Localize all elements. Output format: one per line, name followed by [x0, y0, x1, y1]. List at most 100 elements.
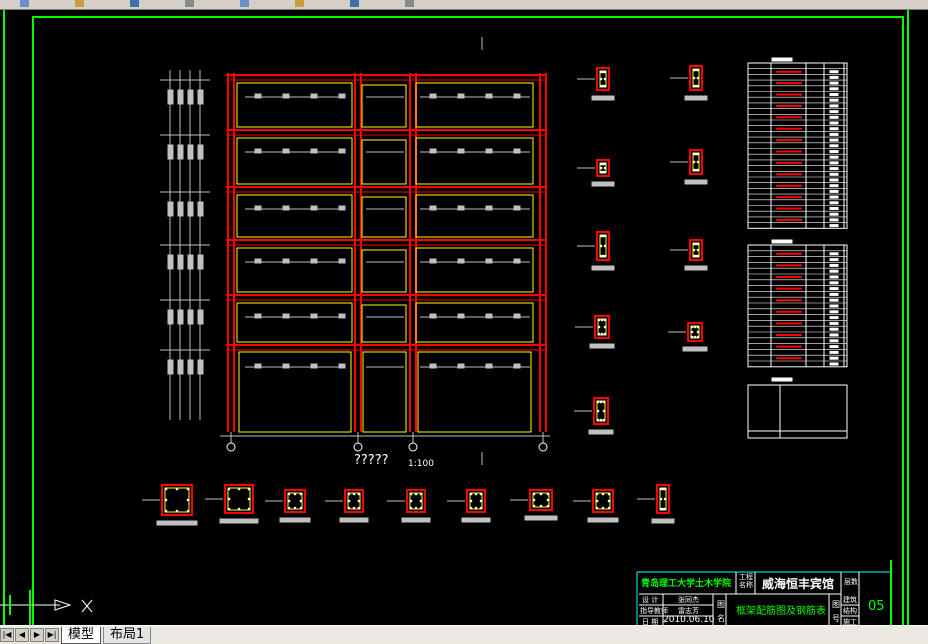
- rebar-label: [282, 363, 290, 369]
- rebar-dot: [479, 492, 483, 496]
- rebar-dot: [539, 492, 543, 496]
- rebar-label: [485, 93, 493, 99]
- rebar-dot: [357, 492, 361, 496]
- section-outline: [406, 489, 426, 513]
- cad-drawing: [0, 10, 909, 625]
- row2-label: 结构: [843, 607, 857, 615]
- rebar-dot: [696, 160, 700, 164]
- cell-text: [829, 150, 839, 153]
- rebar-dot: [247, 507, 251, 511]
- bay-outline: [361, 196, 407, 238]
- rebar-dot: [532, 504, 536, 508]
- rebar-dot: [696, 248, 700, 252]
- nav-first-button[interactable]: |◀: [0, 628, 14, 642]
- section-label: [591, 181, 615, 187]
- rebar-dot: [287, 506, 291, 510]
- rebar-dot: [659, 507, 663, 511]
- cell-text: [829, 269, 839, 273]
- rebar-dot: [692, 248, 696, 252]
- rebar-dot: [603, 70, 607, 74]
- zoom-icon[interactable]: [295, 0, 304, 7]
- rebar-label: [282, 93, 290, 99]
- rebar-dot: [595, 506, 599, 510]
- drawing-canvas[interactable]: ????? 1:100 青岛理工大学土木学院 工程名称 威海恒丰宾馆 层数 设 …: [0, 10, 928, 626]
- section-label: [219, 518, 259, 524]
- undo-icon[interactable]: [130, 0, 139, 7]
- sheet-number: 05: [868, 599, 885, 614]
- rebar-label: [429, 205, 437, 211]
- section-label: [588, 429, 614, 435]
- section-outline: [224, 484, 254, 514]
- rebar-dot: [419, 492, 423, 496]
- rebar-dot: [347, 492, 351, 496]
- cell-text: [829, 144, 839, 148]
- section-outline: [689, 239, 703, 261]
- rebar-label: [485, 363, 493, 369]
- table-title: [771, 377, 793, 382]
- rebar-dot: [692, 152, 696, 156]
- nav-last-button[interactable]: ▶|: [45, 628, 59, 642]
- rebar-dot: [603, 162, 607, 166]
- table-title: [771, 57, 793, 62]
- section-outline: [687, 322, 703, 342]
- cell-text: [829, 333, 839, 337]
- tab-layout1[interactable]: 布局1: [103, 627, 152, 644]
- rebar-dot: [600, 332, 604, 336]
- rebar-dot: [599, 162, 603, 166]
- rebar-dot: [164, 498, 168, 502]
- rebar-dot: [479, 506, 483, 510]
- section-label: [591, 95, 615, 101]
- save-icon[interactable]: [75, 0, 84, 7]
- nav-next-button[interactable]: ▶: [30, 628, 44, 642]
- pan-icon[interactable]: [240, 0, 249, 7]
- rebar-label: [429, 363, 437, 369]
- rebar-label: [485, 148, 493, 154]
- rebar-dot: [595, 492, 599, 496]
- drawing-no-label: 图号: [832, 600, 840, 623]
- rebar-dot: [597, 325, 601, 329]
- cell-text: [829, 189, 839, 193]
- rebar-dot: [247, 487, 251, 491]
- layer-icon[interactable]: [405, 0, 414, 7]
- rebar-dot: [696, 254, 700, 258]
- cell-text: [829, 75, 839, 79]
- rebar-label: [282, 258, 290, 264]
- cell-text: [829, 356, 839, 360]
- properties-icon[interactable]: [350, 0, 359, 7]
- drawing-name-label: 图名: [717, 600, 725, 623]
- ucs-arrow-icon: [54, 599, 72, 611]
- rebar-label: [513, 93, 521, 99]
- cell-text: [829, 258, 839, 262]
- rebar-dot: [601, 70, 605, 74]
- rebar-label: [338, 363, 346, 369]
- floors-label: 层数: [844, 578, 858, 586]
- rebar-label: [429, 313, 437, 319]
- tab-model[interactable]: 模型: [61, 627, 102, 644]
- rebar-dot: [659, 487, 663, 491]
- rebar-dot: [469, 492, 473, 496]
- bay-outline: [415, 82, 534, 128]
- section-outline: [344, 489, 364, 513]
- rebar-dot: [690, 325, 694, 329]
- cell-text: [829, 207, 839, 210]
- rebar-label: [457, 93, 465, 99]
- section-outline: [596, 159, 610, 177]
- rebar-dot: [602, 409, 606, 413]
- rebar-dot: [692, 160, 696, 164]
- cell-text: [829, 263, 839, 267]
- cell-text: [829, 167, 839, 171]
- row3-label: 施工: [843, 618, 857, 626]
- rebar-label: [457, 205, 465, 211]
- rebar-dot: [599, 418, 603, 422]
- stirrup: [227, 487, 251, 511]
- rebar-dot: [602, 418, 606, 422]
- section-label: [682, 346, 708, 352]
- rebar-dot: [357, 499, 361, 503]
- axis-bubble: [408, 442, 418, 452]
- redo-icon[interactable]: [185, 0, 194, 7]
- section-label: [589, 343, 615, 349]
- rebar-dot: [186, 509, 190, 513]
- section-outline: [161, 484, 193, 516]
- open-icon[interactable]: [20, 0, 29, 7]
- nav-prev-button[interactable]: ◀: [15, 628, 29, 642]
